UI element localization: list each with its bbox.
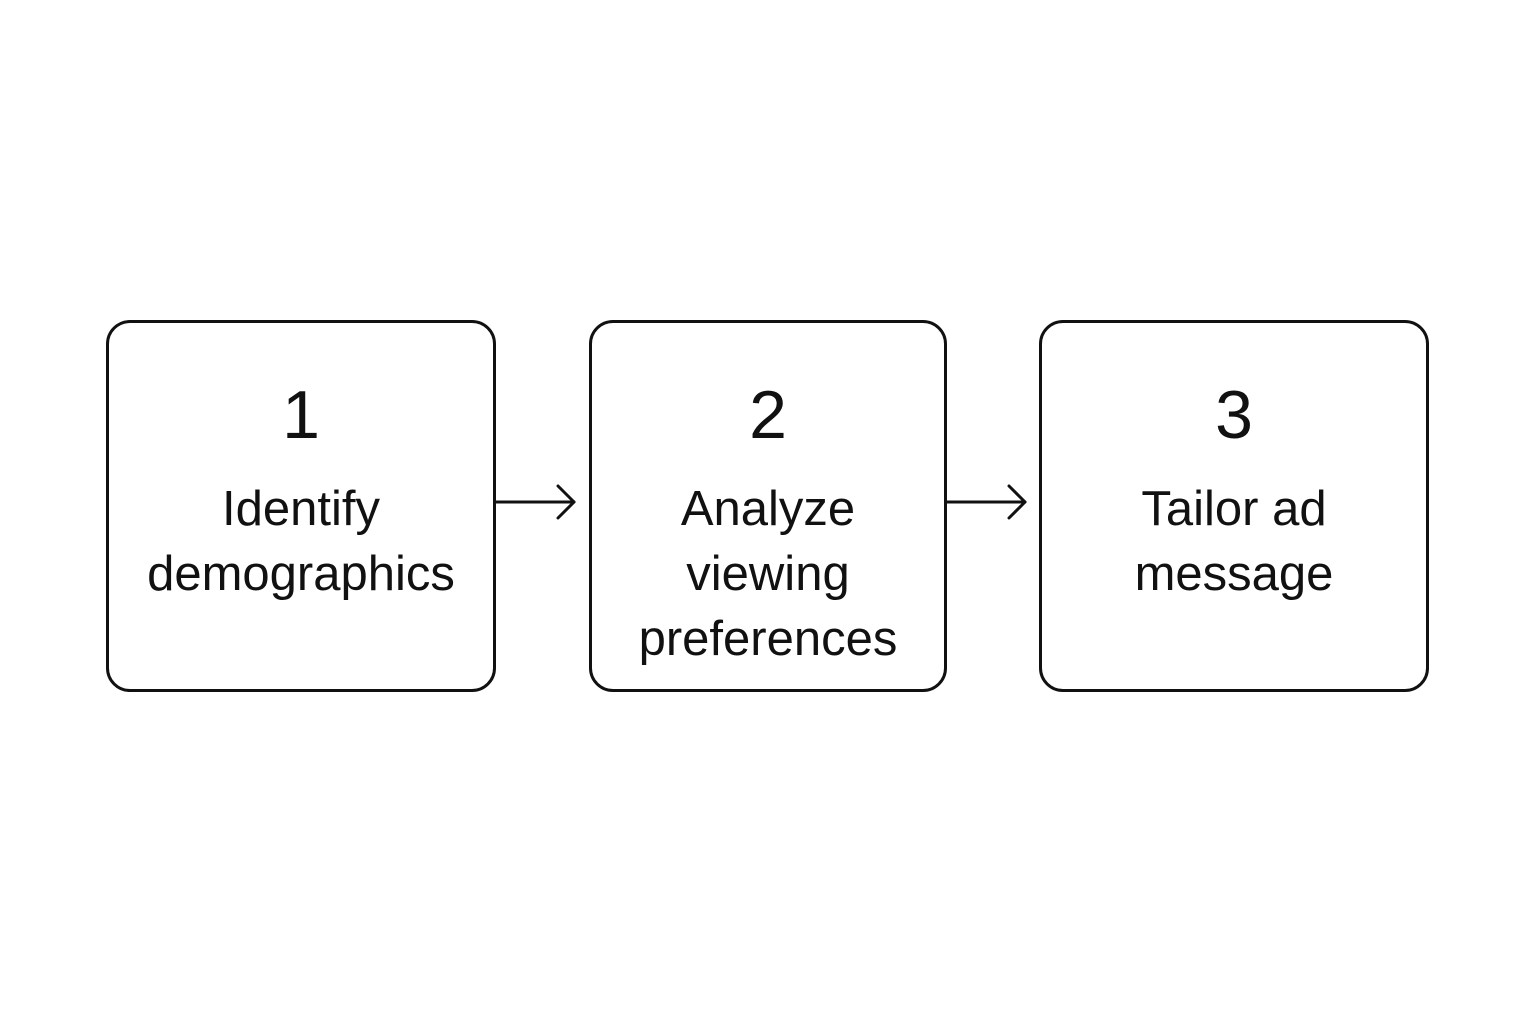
arrow-right-icon: [494, 484, 576, 520]
step-number-2: 2: [749, 377, 787, 453]
step-box-1: 1 Identify demographics: [106, 320, 496, 692]
step-box-2: 2 Analyze viewing preferences: [589, 320, 947, 692]
step-box-3: 3 Tailor ad message: [1039, 320, 1429, 692]
arrow-right-icon: [945, 484, 1027, 520]
step-label-3: Tailor ad message: [1134, 482, 1334, 601]
step-number-3: 3: [1215, 377, 1253, 453]
step-number-1: 1: [282, 377, 320, 453]
step-label-2: Analyze viewing preferences: [638, 482, 898, 666]
step-label-1: Identify demographics: [147, 482, 455, 601]
